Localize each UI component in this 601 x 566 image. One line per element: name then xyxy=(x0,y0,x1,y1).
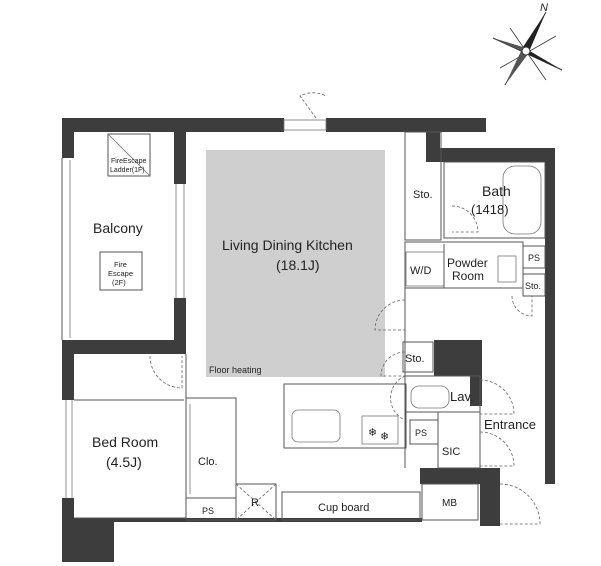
room-label-sto-top: Sto. xyxy=(413,189,433,201)
room-label-sic: SIC xyxy=(442,446,460,458)
room-label-clo: Clo. xyxy=(198,456,218,468)
room-size-ldk: (18.1J) xyxy=(276,257,320,273)
room-label-bath: Bath xyxy=(482,183,511,199)
floor-heating-label: Floor heating xyxy=(209,365,262,375)
room-size-bath: (1418) xyxy=(471,202,509,217)
room-label-wd: W/D xyxy=(410,265,431,277)
room-label-ps-right: PS xyxy=(528,253,540,263)
compass-rose-icon: N xyxy=(492,2,563,86)
room-label-bedroom: Bed Room xyxy=(92,434,158,450)
room-label-entrance: Entrance xyxy=(484,417,536,432)
room-label-balcony: Balcony xyxy=(93,220,143,236)
door-swings xyxy=(149,92,541,525)
room-label-sto-mid: Sto. xyxy=(405,353,425,365)
fire-escape-label-2: Escape xyxy=(108,269,133,278)
fire-escape-ladder-label-2: Ladder(1F) xyxy=(110,167,145,174)
floor-heating-area xyxy=(206,150,385,377)
interior-lines xyxy=(61,119,546,521)
svg-text:❄: ❄ xyxy=(380,431,389,443)
room-label-lav: Lav. xyxy=(450,389,474,404)
room-label-powder-2: Room xyxy=(452,269,484,283)
room-label-r: R xyxy=(251,497,259,509)
room-label-ldk: Living Dining Kitchen xyxy=(222,237,353,253)
room-label-sto-right: Sto. xyxy=(525,281,541,291)
room-label-ps-mid: PS xyxy=(415,428,427,438)
fire-escape-label-3: (2F) xyxy=(112,278,126,287)
fire-escape-ladder-label-1: FireEscape xyxy=(111,158,147,165)
room-label-powder-1: Powder xyxy=(447,256,488,270)
compass-north-label: N xyxy=(540,2,548,14)
room-label-mb: MB xyxy=(442,498,457,509)
svg-text:❄: ❄ xyxy=(368,427,377,439)
stove-burner-icon: ❄ ❄ xyxy=(368,427,389,443)
room-label-ps-bottom: PS xyxy=(202,506,214,516)
room-size-bedroom: (4.5J) xyxy=(106,454,142,470)
room-label-cupboard: Cup board xyxy=(318,502,369,514)
fire-escape-label-1: Fire xyxy=(114,260,127,269)
